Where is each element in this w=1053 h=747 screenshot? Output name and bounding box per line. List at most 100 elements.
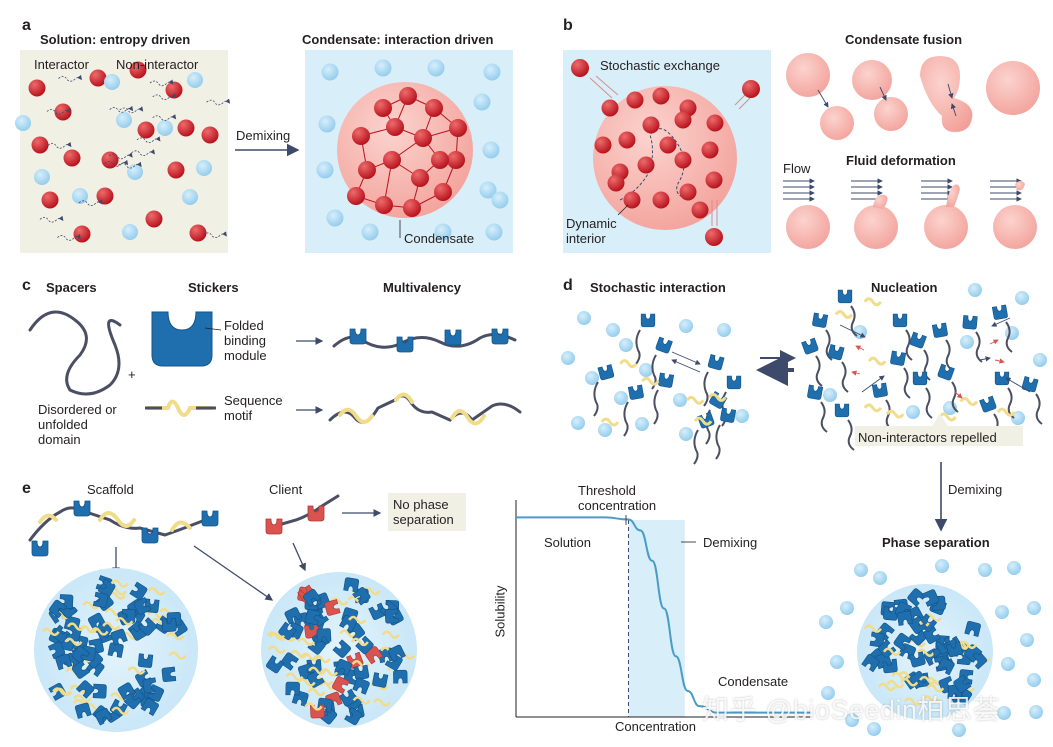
binding-module: [936, 363, 955, 382]
panel-c: [28, 310, 522, 426]
motif-strand: [115, 616, 134, 626]
deforming-droplet: [786, 205, 830, 249]
scaffold-droplet-contents: [41, 575, 189, 726]
plus-sign: +: [128, 367, 136, 382]
interactor-label: Interactor: [34, 57, 89, 72]
interactor-particle: [411, 169, 429, 187]
spacer-strand: [847, 419, 855, 451]
condensate-title: Condensate: interaction driven: [302, 32, 494, 47]
condensate-network: [347, 87, 467, 217]
watermark: 知乎 @bioSeedin柏思荟: [702, 695, 1001, 725]
motif-strand: [102, 621, 121, 631]
noninteractor-particle: [1020, 633, 1034, 647]
folded-module-label: Folded binding module: [224, 318, 267, 363]
phase-outside-particles: [819, 559, 1043, 737]
diffusion-trail: [57, 233, 81, 241]
interactor-particle: [449, 119, 467, 137]
binding-module: [640, 313, 656, 328]
motif-strand: [958, 640, 978, 650]
interactor-particle: [31, 136, 49, 154]
noninteractor-particle: [978, 563, 992, 577]
motif-strand: [41, 627, 60, 637]
spacers-title: Spacers: [46, 280, 97, 295]
interaction-arrow: [671, 351, 701, 365]
condensate-outside-particles: [316, 59, 509, 241]
interactor-particle: [145, 210, 163, 228]
interactor-particle: [601, 99, 619, 117]
dynamic-interior-label: Dynamic interior: [566, 216, 617, 246]
binding-module: [837, 289, 853, 304]
demixing-down-label: Demixing: [948, 482, 1003, 497]
solution-particles: [15, 61, 231, 243]
motif-strand: [708, 392, 727, 402]
noninteractor-particle: [1007, 561, 1021, 575]
repel-arrow: [989, 339, 999, 345]
noninteractor-label: Non-interactor: [116, 57, 199, 72]
interactor-particle: [347, 187, 365, 205]
noninteractor-particle: [187, 72, 203, 88]
interactor-particle: [189, 224, 207, 242]
noninteractor-particle: [561, 351, 575, 365]
interactor-particle: [129, 61, 147, 79]
motif-strand: [296, 637, 315, 646]
noninteractor-particle: [577, 311, 591, 325]
solution-title: Solution: entropy driven: [40, 32, 191, 47]
motif-strand: [600, 417, 620, 427]
demixing-region: [628, 520, 685, 717]
motif-strand: [352, 696, 371, 705]
motif-strand: [996, 407, 1016, 417]
noninteractor-particle: [34, 169, 50, 185]
fusion-title: Condensate fusion: [845, 32, 963, 47]
condensate-label: Condensate: [404, 231, 475, 246]
disordered-domain-label: Disordered or unfolded domain: [38, 402, 117, 447]
interactor-particle: [706, 114, 724, 132]
motif-strand: [266, 631, 285, 640]
motif-strand: [919, 675, 938, 685]
diffusion-trail: [39, 215, 64, 223]
motif-strand: [166, 632, 185, 641]
flow-label: Flow: [783, 161, 811, 176]
interactor-particle: [447, 151, 465, 169]
noninteractor-particle: [673, 393, 687, 407]
noninteractor-particle: [819, 615, 833, 629]
motif-strand: [891, 671, 910, 681]
spacer-strand: [635, 329, 641, 365]
spacer-strand: [653, 389, 659, 425]
noninteractor-particle: [614, 391, 628, 405]
interactor-particle: [375, 196, 393, 214]
noninteractor-particle: [182, 189, 198, 205]
binding-module: [719, 407, 737, 424]
noninteractor-particle: [127, 164, 143, 180]
interactor-particle: [679, 183, 697, 201]
binding-module: [597, 364, 615, 381]
noninteractor-particle: [482, 141, 500, 159]
repel-arrow: [954, 391, 963, 399]
binding-module: [806, 384, 824, 401]
noninteractor-particle: [116, 112, 132, 128]
interactor-particle: [701, 141, 719, 159]
diffusion-trail: [58, 74, 82, 82]
noninteractor-particle: [585, 371, 599, 385]
interactor-particle: [28, 79, 46, 97]
motif-strand: [73, 694, 92, 703]
spacer-strand: [841, 361, 849, 393]
interactor-particle: [177, 119, 195, 137]
interactor-particle: [425, 99, 443, 117]
repel-arrow: [851, 370, 861, 376]
y-axis-label: Solubility: [492, 585, 508, 638]
spacer-strand: [975, 331, 983, 363]
binding-module: [811, 312, 829, 329]
diffusion-trail: [152, 93, 177, 101]
diffusion-trail: [108, 152, 133, 160]
diffusion-trail: [136, 136, 161, 143]
deformation-sequence: [783, 178, 1037, 249]
noninteractor-particle: [485, 223, 503, 241]
exchange-particle: [742, 80, 760, 98]
deforming-droplet: [924, 205, 968, 249]
diffusion-trail: [104, 159, 129, 167]
noninteractor-particle: [321, 63, 339, 81]
binding-module: [908, 331, 927, 350]
interactor-particle: [434, 183, 452, 201]
noninteractor-particle: [1015, 291, 1029, 305]
